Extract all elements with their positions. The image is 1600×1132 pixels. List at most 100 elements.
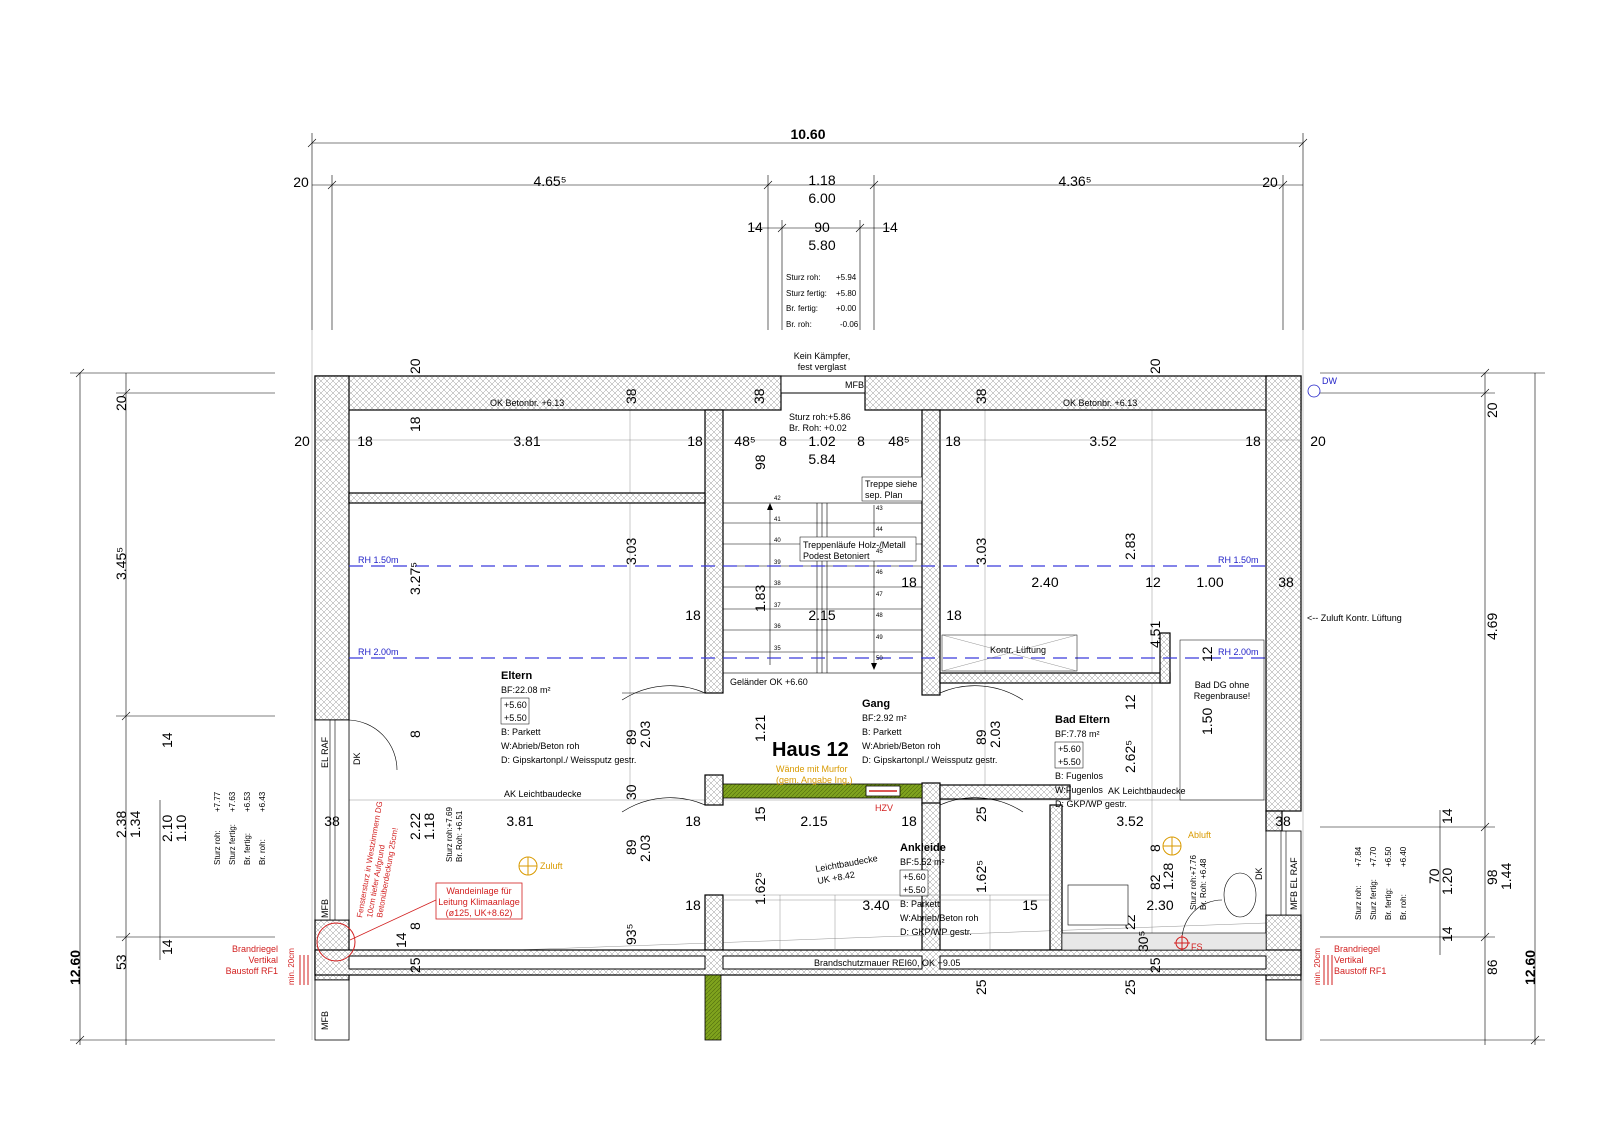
svg-text:20: 20 bbox=[1310, 433, 1326, 449]
svg-text:+5.94: +5.94 bbox=[836, 273, 857, 282]
svg-text:D: Gipskartonpl./ Weissputz ge: D: Gipskartonpl./ Weissputz gestr. bbox=[501, 755, 636, 765]
svg-text:25: 25 bbox=[973, 806, 989, 822]
zuluft-kontr-label: <-- Zuluft Kontr. Lüftung bbox=[1307, 613, 1402, 623]
svg-text:Treppe siehe: Treppe siehe bbox=[865, 479, 917, 489]
room-eltern: 3.03 3.27⁵ 18 18 Eltern BF:22.08 m² +5.6… bbox=[407, 416, 701, 765]
svg-text:+0.00: +0.00 bbox=[836, 304, 857, 313]
rdim-86: 86 bbox=[1484, 959, 1500, 975]
svg-text:Abluft: Abluft bbox=[1188, 830, 1212, 840]
svg-text:2.83: 2.83 bbox=[1122, 533, 1138, 560]
svg-text:8: 8 bbox=[407, 730, 423, 738]
dim-stair-r: 14 bbox=[882, 219, 898, 235]
rdim-469: 4.69 bbox=[1484, 613, 1500, 640]
svg-text:Brandriegel: Brandriegel bbox=[232, 944, 278, 954]
svg-text:W:Fugenlos: W:Fugenlos bbox=[1055, 785, 1103, 795]
svg-text:DK: DK bbox=[352, 752, 362, 765]
ldim-238: 2.38 bbox=[113, 811, 129, 838]
svg-text:1.18: 1.18 bbox=[421, 813, 437, 840]
svg-text:18: 18 bbox=[685, 607, 701, 623]
rh-150-right: RH 1.50m bbox=[1218, 555, 1259, 565]
rdim-14b: 14 bbox=[1439, 926, 1455, 942]
svg-text:12: 12 bbox=[1199, 646, 1215, 662]
svg-text:18: 18 bbox=[685, 813, 701, 829]
svg-text:+5.50: +5.50 bbox=[504, 713, 527, 723]
svg-text:+5.60: +5.60 bbox=[1058, 744, 1081, 754]
svg-text:MFB: MFB bbox=[320, 1011, 330, 1030]
dim-stair-l: 14 bbox=[747, 219, 763, 235]
svg-text:2.40: 2.40 bbox=[1031, 574, 1058, 590]
svg-text:Br. Roh: +0.02: Br. Roh: +0.02 bbox=[789, 423, 847, 433]
rdim-20: 20 bbox=[1484, 402, 1500, 418]
svg-text:Vertikal: Vertikal bbox=[248, 955, 278, 965]
room-ankleide: Ankleide BF:5.52 m² +5.60 +5.50 B: Parke… bbox=[723, 842, 1050, 950]
dim-left-span: 4.65⁵ bbox=[533, 173, 566, 189]
bad-eltern-name: Bad Eltern bbox=[1055, 714, 1110, 726]
svg-text:20: 20 bbox=[294, 433, 310, 449]
svg-text:Br. roh:: Br. roh: bbox=[786, 320, 812, 329]
svg-text:W:Abrieb/Beton roh: W:Abrieb/Beton roh bbox=[501, 741, 579, 751]
svg-text:18: 18 bbox=[357, 433, 373, 449]
svg-text:Sturz roh:: Sturz roh: bbox=[1354, 885, 1363, 920]
svg-text:Br. roh:: Br. roh: bbox=[258, 839, 267, 865]
dim-38-a: 38 bbox=[623, 388, 639, 404]
doors bbox=[348, 685, 1223, 941]
svg-text:3.81: 3.81 bbox=[513, 433, 540, 449]
svg-text:12: 12 bbox=[1145, 574, 1161, 590]
svg-text:39: 39 bbox=[774, 560, 781, 566]
row2-dimensions: AK Leichtbaudecke 38 3.81 18 15 2.15 18 … bbox=[324, 784, 1291, 862]
svg-text:2.03: 2.03 bbox=[637, 835, 653, 862]
svg-text:2.62⁵: 2.62⁵ bbox=[1122, 740, 1138, 773]
dim-stair-w: 5.80 bbox=[808, 237, 835, 253]
svg-text:82: 82 bbox=[1147, 874, 1163, 890]
svg-text:+7.84: +7.84 bbox=[1354, 846, 1363, 867]
svg-text:36: 36 bbox=[774, 624, 781, 630]
bathtub bbox=[1067, 884, 1129, 926]
svg-text:BF:5.52 m²: BF:5.52 m² bbox=[900, 857, 945, 867]
ldim-3455: 3.45⁵ bbox=[113, 547, 129, 580]
svg-text:2.15: 2.15 bbox=[800, 813, 827, 829]
svg-text:8: 8 bbox=[407, 922, 423, 930]
svg-text:8: 8 bbox=[1147, 844, 1163, 852]
svg-text:Br. Roh: +6.51: Br. Roh: +6.51 bbox=[455, 810, 464, 862]
row1-dimensions: 20 18 3.81 18 48⁵ 8 1.02 8 48⁵ 5.84 98 1… bbox=[294, 412, 1326, 470]
dim-38-c: 38 bbox=[973, 388, 989, 404]
svg-text:50: 50 bbox=[876, 656, 883, 662]
svg-text:48⁵: 48⁵ bbox=[734, 433, 755, 449]
svg-text:D: Gipskartonpl./ Weissputz ge: D: Gipskartonpl./ Weissputz gestr. bbox=[862, 755, 997, 765]
svg-text:49: 49 bbox=[876, 635, 883, 641]
svg-text:Brandriegel: Brandriegel bbox=[1334, 944, 1380, 954]
svg-text:+6.50: +6.50 bbox=[1384, 846, 1393, 867]
svg-text:4.51: 4.51 bbox=[1147, 621, 1163, 648]
svg-text:min. 20cm: min. 20cm bbox=[287, 948, 296, 985]
svg-text:40: 40 bbox=[774, 538, 781, 544]
svg-text:+5.80: +5.80 bbox=[836, 289, 857, 298]
svg-text:sep. Plan: sep. Plan bbox=[865, 490, 903, 500]
svg-text:1.50: 1.50 bbox=[1199, 708, 1215, 735]
svg-text:44: 44 bbox=[876, 527, 883, 533]
svg-text:B: Parkett: B: Parkett bbox=[501, 727, 541, 737]
dw-symbol bbox=[1307, 384, 1321, 398]
svg-text:3.52: 3.52 bbox=[1116, 813, 1143, 829]
svg-text:2.03: 2.03 bbox=[987, 721, 1003, 748]
walls bbox=[314, 375, 1302, 1041]
svg-text:AK Leichtbaudecke: AK Leichtbaudecke bbox=[1108, 786, 1186, 796]
ankleide-name: Ankleide bbox=[900, 842, 946, 854]
dim-right-span: 4.36⁵ bbox=[1058, 173, 1091, 189]
svg-text:12: 12 bbox=[1122, 694, 1138, 710]
svg-text:+5.60: +5.60 bbox=[903, 872, 926, 882]
dw-label: DW bbox=[1322, 376, 1337, 386]
svg-text:15: 15 bbox=[752, 806, 768, 822]
svg-text:38: 38 bbox=[1278, 574, 1294, 590]
svg-text:3.27⁵: 3.27⁵ bbox=[407, 562, 423, 595]
ldim-210: 2.10 bbox=[159, 815, 175, 842]
wandeinlage-box bbox=[435, 882, 523, 920]
svg-text:3.03: 3.03 bbox=[973, 538, 989, 565]
eltern-name: Eltern bbox=[501, 670, 532, 682]
svg-text:18: 18 bbox=[946, 607, 962, 623]
svg-text:8: 8 bbox=[779, 433, 787, 449]
ldim-1260: 12.60 bbox=[67, 950, 83, 985]
dim-38-b: 38 bbox=[751, 388, 767, 404]
left-dimensions: 20 3.45⁵ 14 2.38 1.34 2.10 1.10 14 53 12… bbox=[67, 368, 275, 1045]
svg-text:Sturz roh:: Sturz roh: bbox=[786, 273, 821, 282]
svg-text:+6.53: +6.53 bbox=[243, 791, 252, 812]
